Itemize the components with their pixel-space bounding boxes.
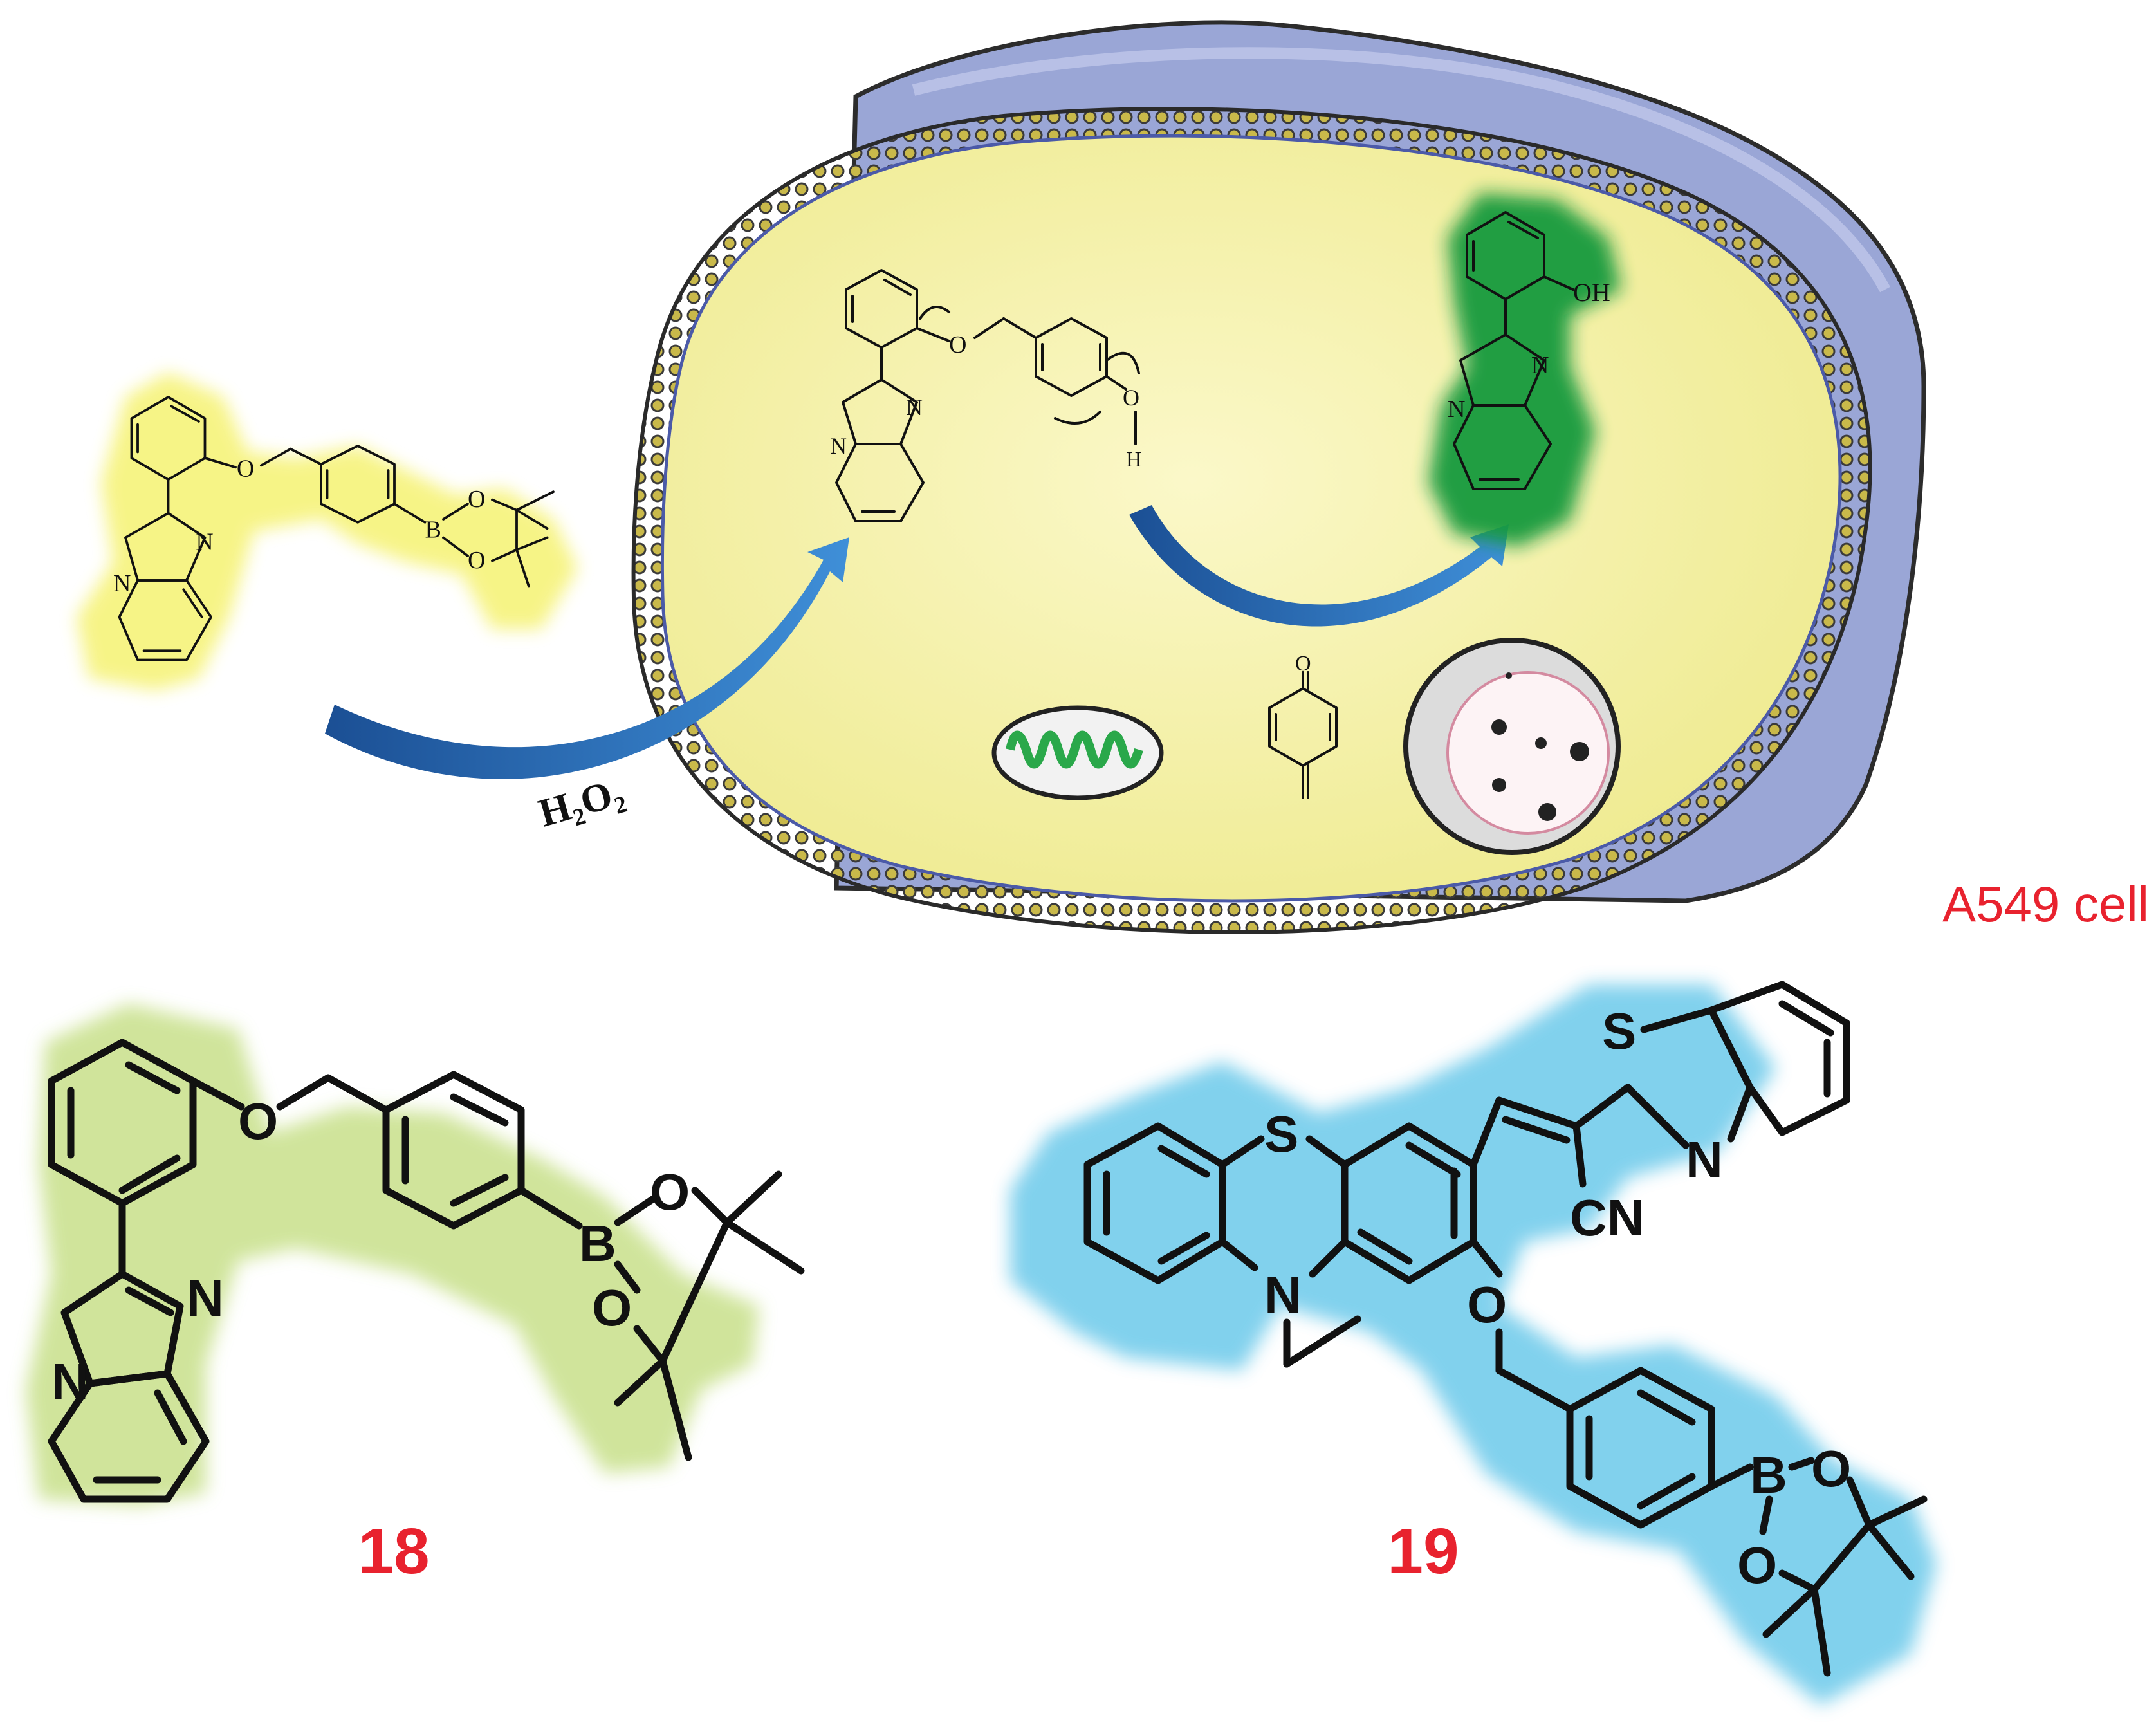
- vesicle-organelle: [1403, 638, 1621, 855]
- intermediate-nitrogen-2: N: [830, 433, 847, 459]
- c19-benzothiazole-nitrogen: N: [1686, 1131, 1723, 1188]
- probe-molecule-yellow: O B O O N N: [77, 373, 578, 690]
- quinone-oxygen: O: [1295, 652, 1311, 676]
- c18-nitrogen-2: N: [51, 1353, 89, 1410]
- c18-boron: B: [579, 1215, 616, 1272]
- compound-18-structure: O B O O N N: [26, 1004, 805, 1506]
- product-fluorescent-molecule: OH N N: [1428, 193, 1621, 547]
- compound-19-label: 19: [1387, 1515, 1459, 1587]
- compound-18-label: 18: [358, 1515, 429, 1587]
- c19-boron: B: [1750, 1446, 1787, 1504]
- cell-outer-highlight: [912, 47, 1890, 293]
- mitochondrion: [991, 705, 1164, 800]
- reaction-arrow-2: [1129, 505, 1509, 627]
- cell-label: A549 cell: [1942, 876, 2149, 932]
- c19-phenothiazine-sulfur: S: [1264, 1105, 1298, 1163]
- product-hydroxyl: OH: [1573, 278, 1610, 307]
- reagent-label: H₂O₂: [534, 770, 629, 835]
- c18-ether-oxygen: O: [238, 1093, 278, 1150]
- probe-ether-oxygen: O: [237, 456, 254, 483]
- intermediate-molecule: O O H N N: [830, 269, 1142, 522]
- compound-19-structure: S N CN S N O: [1010, 981, 1937, 1705]
- c19-phenothiazine-nitrogen: N: [1264, 1266, 1302, 1324]
- c19-nitrile: CN: [1570, 1189, 1645, 1246]
- product-nitrogen-1: N: [1531, 352, 1549, 379]
- intermediate-ether-oxygen: O: [949, 331, 966, 358]
- product-nitrogen-2: N: [1448, 396, 1465, 423]
- c18-nitrogen-1: N: [187, 1270, 224, 1327]
- cytoplasm: [660, 134, 1842, 903]
- intermediate-nitrogen-1: N: [906, 394, 923, 420]
- probe-nitrogen-2: N: [113, 570, 131, 597]
- c19-boronate-oxygen-2: O: [1737, 1537, 1777, 1594]
- c18-boronate-oxygen-1: O: [650, 1163, 690, 1221]
- c18-boronate-oxygen-2: O: [592, 1279, 632, 1336]
- probe-boron: B: [425, 517, 441, 544]
- c19-benzothiazole-sulfur: S: [1602, 1002, 1636, 1060]
- quinone-methide-byproduct: O: [1268, 652, 1338, 799]
- probe-boronate-oxygen-1: O: [468, 486, 485, 513]
- reaction-arrow-1: [325, 537, 849, 779]
- c19-ether-oxygen: O: [1467, 1276, 1507, 1333]
- c19-boronate-oxygen-1: O: [1811, 1440, 1851, 1497]
- intermediate-phenol-oxygen: O: [1123, 385, 1139, 411]
- a549-cell-illustration: O: [631, 20, 1926, 934]
- intermediate-hydrogen: H: [1126, 448, 1142, 472]
- probe-boronate-oxygen-2: O: [468, 547, 485, 574]
- probe-nitrogen-1: N: [196, 529, 213, 556]
